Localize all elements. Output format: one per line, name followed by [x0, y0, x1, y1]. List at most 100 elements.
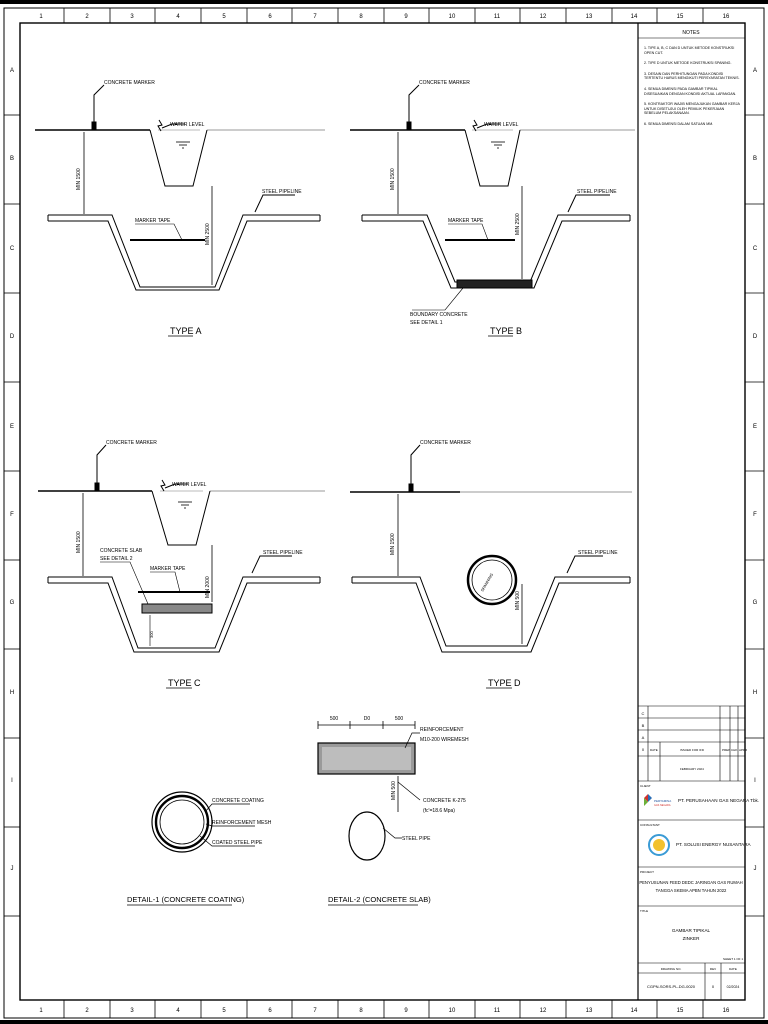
row-label: I	[754, 778, 756, 784]
note-item: 1. TIPE A, B, C DAN D UNTUK METODE KONST…	[644, 46, 735, 55]
notes-title: NOTES	[682, 30, 700, 36]
row-label: C	[10, 246, 15, 252]
marker-tape-label: MARKER TAPE	[135, 218, 171, 224]
chk-label: CHK	[731, 748, 737, 752]
min-2500-label: MIN 2500	[515, 213, 521, 235]
water-level-label: WATER LEVEL	[172, 482, 207, 488]
rev-row-label: 0	[642, 747, 645, 752]
col-label: 10	[449, 1008, 456, 1014]
drawing-title-line-2: ZINKER	[683, 936, 701, 941]
note-item: 2. TIPE D UNTUK METODE KONSTRUKSI SPANIN…	[644, 61, 732, 66]
drawing-date: 02/2024	[727, 985, 740, 989]
boundary-concrete-label: BOUNDARY CONCRETE	[410, 312, 468, 318]
detail-1-title: DETAIL-1 (CONCRETE COATING)	[127, 895, 245, 904]
col-label: 9	[404, 1008, 408, 1014]
marker-tape-label: MARKER TAPE	[150, 566, 186, 572]
type-c-title: TYPE C	[168, 678, 201, 688]
type-c-labels: CONCRETE MARKER WATER LEVEL STEEL PIPELI…	[76, 440, 303, 688]
col-label: 15	[677, 14, 684, 20]
row-markers: A B C D E F G H I J A B C D E F G H I J	[10, 68, 758, 872]
pertamina-logo-icon	[644, 794, 652, 806]
title-label: TITLE	[640, 909, 648, 913]
column-markers: 1 2 3 4 5 6 7 8 9 10 11 12 13 14 15 16 1…	[39, 14, 730, 1014]
steel-pipeline-label: STEEL PIPELINE	[262, 189, 302, 195]
detail-1-labels: CONCRETE COATING REINFORCEMENT MESH COAT…	[127, 798, 272, 904]
consultant-name: PT. SOLUSI ENERGY NUSANTARA	[676, 842, 752, 847]
owner-name: PT. PERUSAHAAN GAS NEGARA Tbk.	[678, 798, 759, 803]
detail-2-title: DETAIL-2 (CONCRETE SLAB)	[328, 895, 431, 904]
col-label: 16	[723, 14, 730, 20]
col-label: 12	[540, 14, 547, 20]
row-label: E	[753, 424, 757, 430]
concrete-coating-label: CONCRETE COATING	[212, 798, 264, 804]
row-label: B	[753, 156, 757, 162]
dim-right-label: 500	[395, 716, 404, 722]
col-label: 14	[631, 1008, 638, 1014]
col-label: 15	[677, 1008, 684, 1014]
concrete-strength-label: (fc'=18.6 Mpa)	[423, 808, 455, 814]
dim-300-label: 300	[149, 631, 154, 638]
col-label: 1	[39, 14, 43, 20]
min-1500-label: MIN 1500	[390, 168, 396, 190]
rev-date-text: FEBRUARY 2024	[680, 767, 704, 771]
col-label: 4	[176, 14, 180, 20]
steel-pipeline-label: STEEL PIPELINE	[263, 550, 303, 556]
row-label: D	[753, 334, 758, 340]
type-a-section	[35, 84, 325, 291]
col-label: 9	[404, 14, 408, 20]
col-label: 3	[130, 14, 134, 20]
note-item: 3. DESAIN DAN PERHITUNGAN PADA KONDISI T…	[644, 71, 740, 81]
col-label: 6	[268, 1008, 272, 1014]
sheet-number: SHEET 1 OF 1	[723, 957, 743, 961]
consultant-label: CONSULTANT	[640, 823, 660, 827]
steel-pipeline-label: STEEL PIPELINE	[578, 550, 618, 556]
col-label: 13	[586, 14, 593, 20]
type-d-section	[350, 444, 632, 653]
note-item: 4. SEMUA DIMENSI PADA GAMBAR TIPIKAL DIS…	[644, 86, 737, 96]
note-item: 6. SEMUA DIMENSI DALAM SATUAN MM.	[644, 121, 714, 126]
type-a-labels: CONCRETE MARKER WATER LEVEL STEEL PIPELI…	[76, 80, 302, 336]
min-500-label: MIN 500	[391, 781, 397, 800]
detail-2-labels: 500 D0 500 REINFORCEMENT M10-200 WIREMES…	[328, 716, 469, 904]
col-label: 12	[540, 1008, 547, 1014]
col-label: 7	[313, 1008, 317, 1014]
notes-panel	[638, 37, 745, 707]
water-level-label: WATER LEVEL	[170, 122, 205, 128]
min-2000-label: MIN 2000	[205, 576, 211, 598]
steel-pipe-label: STEEL PIPE	[402, 836, 431, 842]
see-detail-2-label: SEE DETAIL 2	[100, 556, 133, 562]
issued-for-text: ISSUED FOR IFD	[680, 748, 705, 752]
type-d-title: TYPE D	[488, 678, 521, 688]
col-label: 3	[130, 1008, 134, 1014]
project-name-line-1: PENYUSUNAN FEED DEDC JARINGAN GAS RUMAH	[639, 880, 742, 885]
drawing-title-line-1: GAMBAR TIPIKAL	[672, 928, 711, 933]
col-label: 1	[39, 1008, 43, 1014]
consultant-logo-icon	[648, 834, 670, 856]
concrete-marker-label: CONCRETE MARKER	[106, 440, 157, 446]
reinforcement-spec-label: M10-200 WIREMESH	[420, 737, 469, 743]
row-label: A	[753, 68, 757, 74]
project-label: PROJECT	[640, 870, 654, 874]
note-item: 5. KONTRAKTOR WAJIB MENGAJUKAN GAMBAR KE…	[644, 102, 740, 116]
see-detail-1-label: SEE DETAIL 1	[410, 320, 443, 326]
row-label: F	[753, 512, 757, 518]
rev-row-label: C	[642, 711, 645, 716]
revision-table: C B A 0 DATE ISSUED FOR IFD PREP CHK APP…	[642, 711, 748, 771]
rev-row-label: B	[642, 723, 645, 728]
reinforcement-mesh-label: REINFORCEMENT MESH	[212, 820, 272, 826]
concrete-slab-label: CONCRETE SLAB	[100, 548, 143, 554]
col-label: 6	[268, 14, 272, 20]
col-label: 5	[222, 14, 226, 20]
water-level-label: WATER LEVEL	[484, 122, 519, 128]
min-2500-label: MIN 2500	[205, 223, 211, 245]
top-border-bar	[0, 0, 768, 4]
owner-logo-text: PERTAMINA	[654, 799, 671, 803]
col-label: 11	[494, 14, 501, 20]
row-label: I	[11, 778, 13, 784]
rev-date-header: DATE	[650, 748, 658, 752]
bottom-border-bar	[0, 1020, 768, 1024]
col-label: 7	[313, 14, 317, 20]
min-1500-label: MIN 1500	[76, 168, 82, 190]
concrete-marker-label: CONCRETE MARKER	[104, 80, 155, 86]
